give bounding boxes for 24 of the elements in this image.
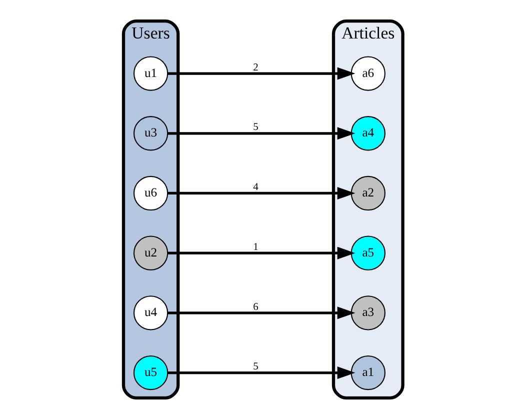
arrow [168, 127, 356, 140]
arrow [168, 67, 356, 80]
arrow [168, 306, 356, 320]
node-circle: u3 [133, 116, 168, 151]
arrow [168, 186, 356, 200]
edge-label: 1 [253, 242, 258, 253]
node-circle: u1 [133, 56, 168, 91]
node-circle: a3 [350, 296, 386, 330]
node-circle: u2 [133, 236, 168, 270]
node-circle: a6 [350, 56, 386, 91]
edge-label: 4 [253, 182, 258, 194]
node-circle: a5 [350, 236, 386, 270]
edge-label: 2 [253, 62, 258, 74]
node-circle: a4 [350, 116, 386, 151]
node-circle: a2 [350, 176, 386, 211]
node-circle: u5 [133, 355, 168, 390]
edge-label: 6 [253, 302, 258, 313]
edge-label: 5 [253, 122, 258, 134]
arrow [168, 246, 356, 260]
node-circle: u6 [133, 176, 168, 211]
edge-label: 5 [253, 362, 258, 373]
arrow [168, 366, 356, 380]
node-circle: u4 [133, 296, 168, 330]
node-circle: a1 [350, 355, 386, 390]
